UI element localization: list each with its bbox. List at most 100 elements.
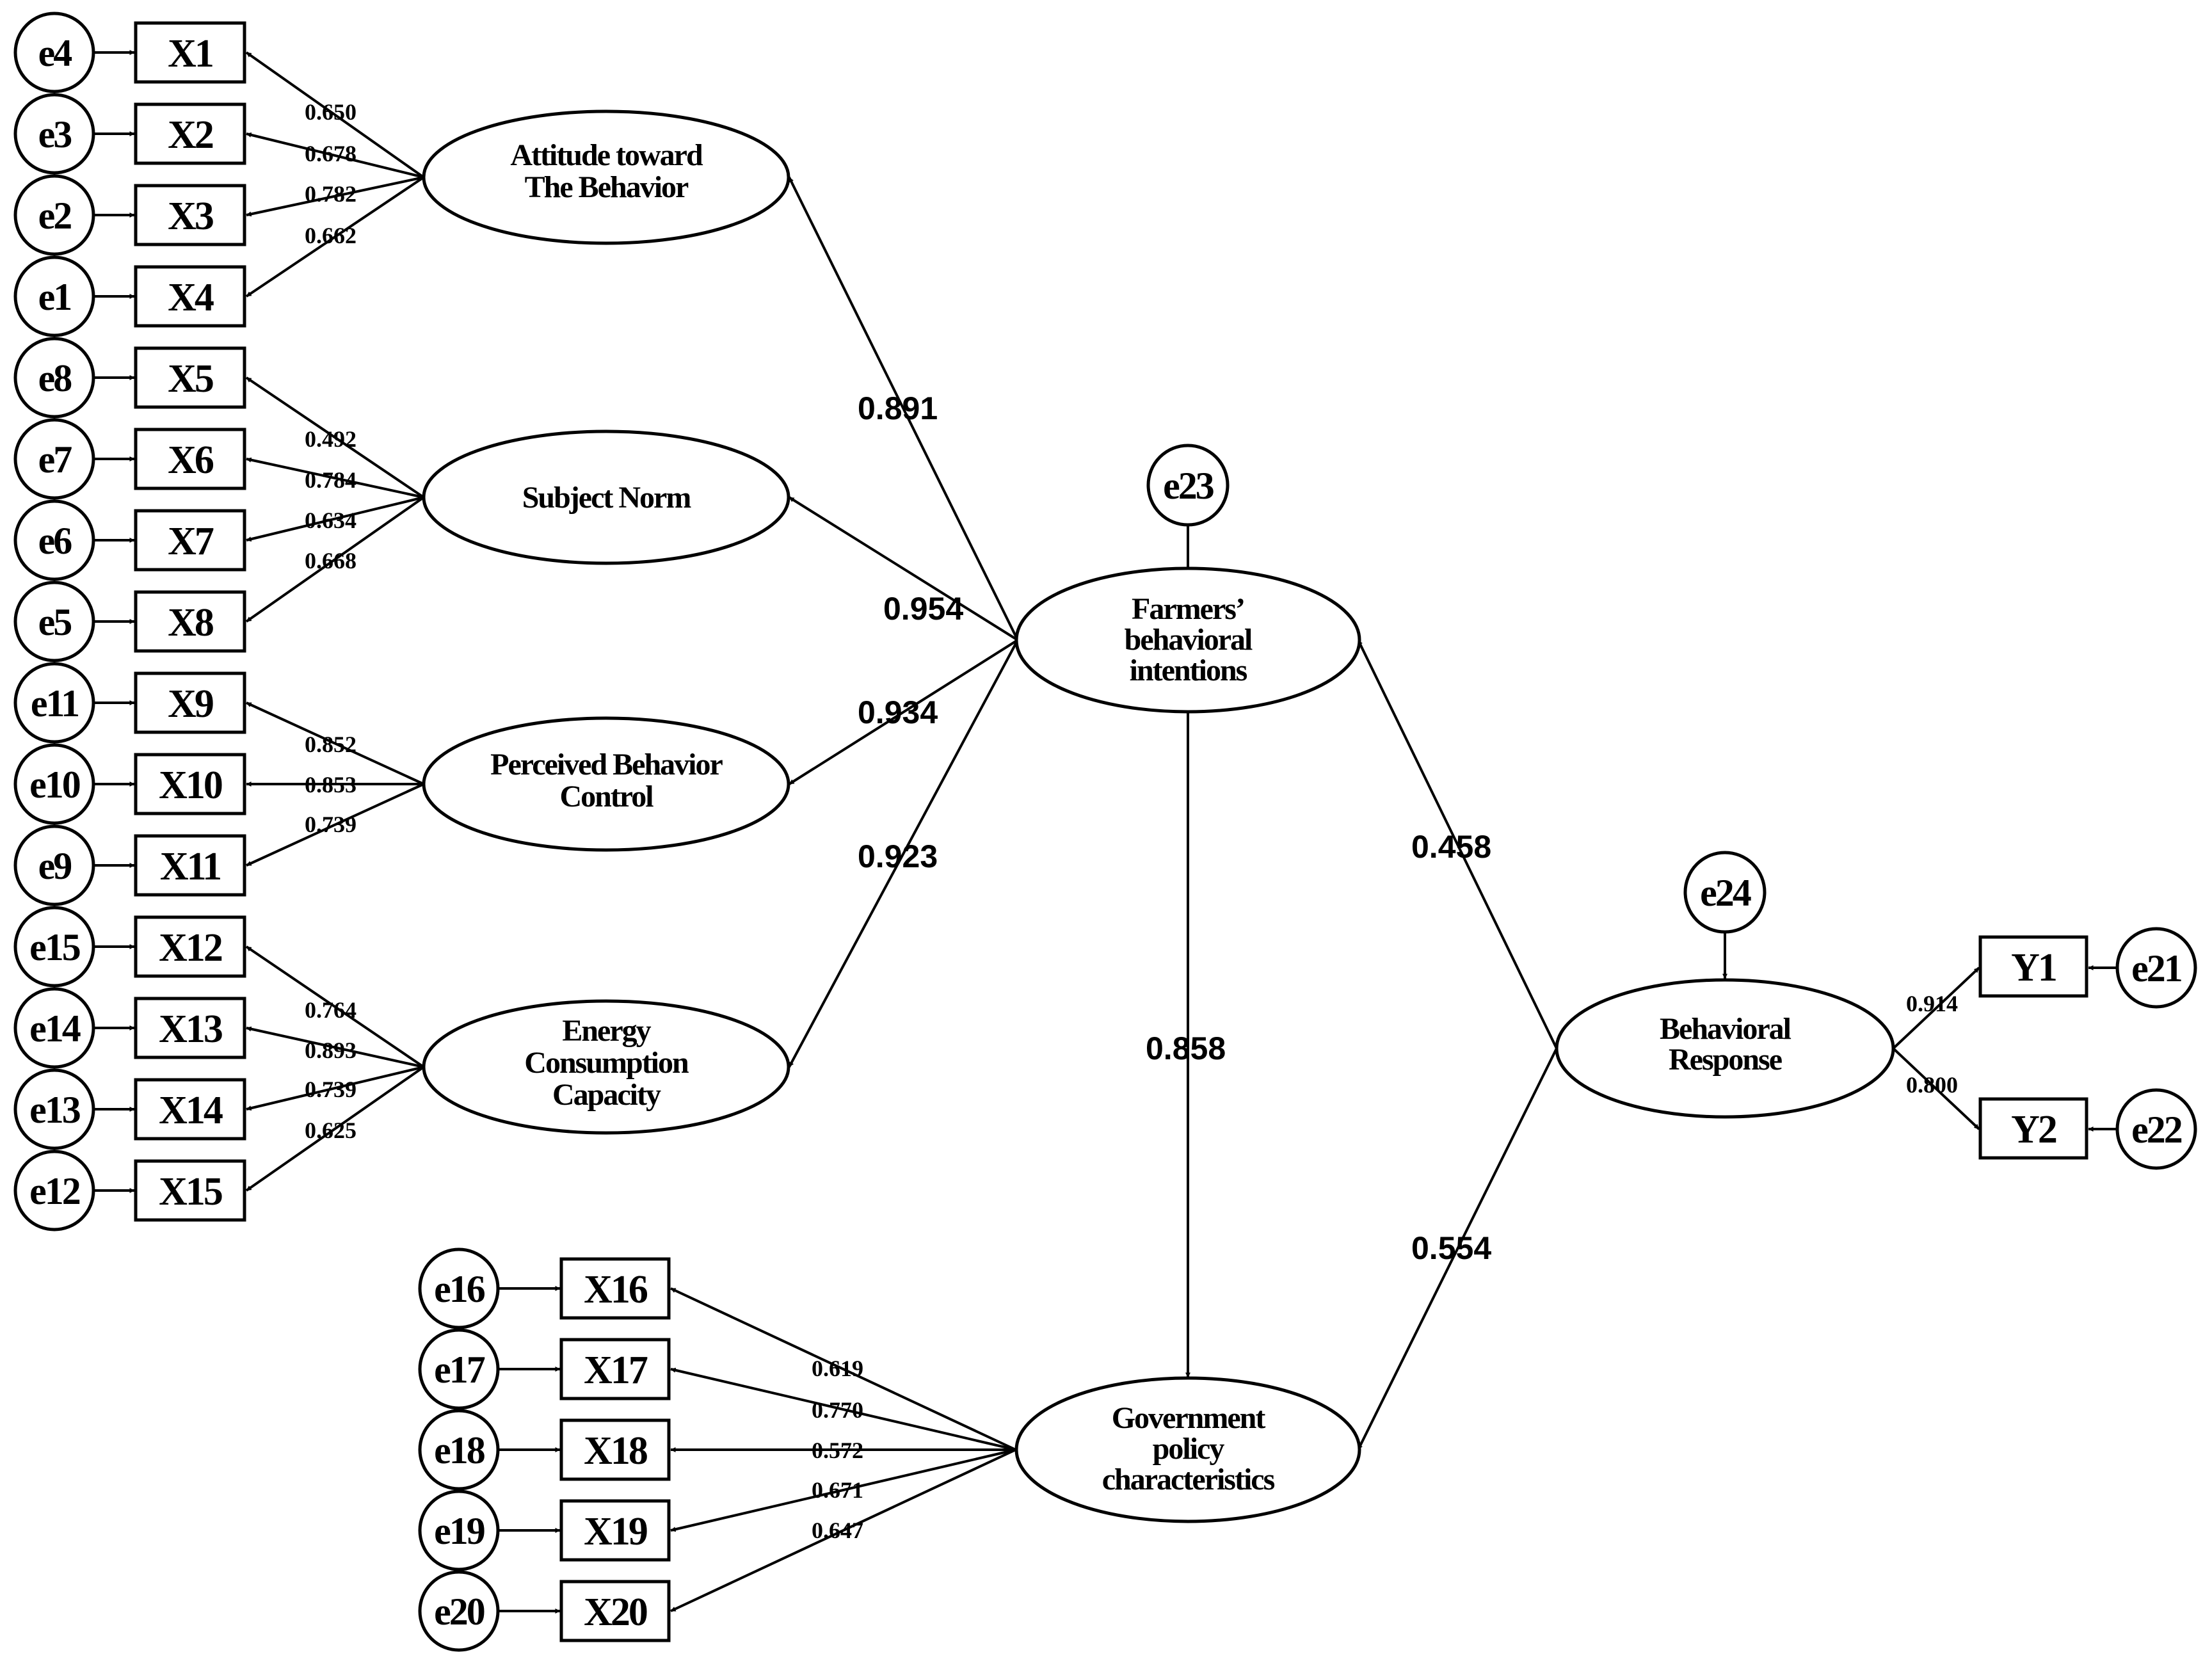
latent-attitude-line2: The Behavior <box>525 170 689 204</box>
latent-response-line1: Behavioral <box>1660 1012 1791 1046</box>
indicator-y2-label: Y2 <box>2011 1108 2056 1151</box>
error-e6: e6 <box>13 499 95 581</box>
latent-intentions: Farmers’ behavioral intentions <box>1014 566 1361 714</box>
indicator-x19-label: X19 <box>584 1510 647 1553</box>
error-e21: e21 <box>2115 927 2197 1009</box>
error-e1-label: e1 <box>38 276 71 318</box>
error-e10: e10 <box>13 743 95 825</box>
latent-government-line1: Government <box>1112 1401 1266 1435</box>
latent-intentions-line3: intentions <box>1130 654 1247 687</box>
indicator-x16: X16 <box>559 1257 671 1320</box>
loading-label-x18: 0.572 <box>812 1438 863 1463</box>
path-arrow-subject-norm <box>788 496 1019 641</box>
error-e5: e5 <box>13 581 95 662</box>
indicator-x4-label: X4 <box>168 276 214 319</box>
loading-label-x3: 0.782 <box>305 181 357 207</box>
path-label-energy: 0.923 <box>858 838 938 874</box>
indicator-x16-label: X16 <box>584 1268 648 1311</box>
latent-pbc: Perceived Behavior Control <box>422 716 790 852</box>
loading-arrow-y2 <box>1892 1047 1980 1130</box>
loading-arrow-x7 <box>246 496 424 542</box>
latent-pbc-line2: Control <box>559 780 653 814</box>
error-e3-label: e3 <box>38 113 72 156</box>
latent-intentions-line2: behavioral <box>1125 623 1253 657</box>
error-e12-label: e12 <box>29 1170 80 1212</box>
latent-energy-line3: Capacity <box>552 1078 661 1112</box>
error-e21-label: e21 <box>2131 947 2181 990</box>
loading-label-x5: 0.492 <box>305 426 357 452</box>
path-label-intentions-government: 0.858 <box>1146 1030 1226 1066</box>
indicator-x8-label: X8 <box>168 601 213 645</box>
error-e2-label: e2 <box>38 195 72 237</box>
error-e5-label: e5 <box>38 601 72 643</box>
indicator-x2: X2 <box>134 102 246 165</box>
loading-arrow-y1 <box>1892 966 1980 1050</box>
indicator-x3-label: X3 <box>168 195 213 238</box>
loading-label-x17: 0.770 <box>812 1397 863 1423</box>
path-arrow-energy <box>788 639 1019 1068</box>
path-arrow-pbc <box>788 639 1019 785</box>
loading-label-x4: 0.662 <box>305 223 357 248</box>
error-e13-label: e13 <box>29 1089 80 1131</box>
loading-arrow-x13 <box>246 1026 424 1068</box>
latent-response: Behavioral Response <box>1555 978 1895 1119</box>
indicator-y2: Y2 <box>1978 1097 2088 1160</box>
indicator-x18-label: X18 <box>584 1429 647 1473</box>
indicator-x2-label: X2 <box>168 113 213 157</box>
loading-arrow-x3 <box>246 176 424 217</box>
loading-arrow-x5 <box>245 376 425 499</box>
error-e12: e12 <box>13 1150 95 1231</box>
path-arrow-attitude <box>788 177 1019 641</box>
error-e18-label: e18 <box>434 1429 485 1472</box>
loading-label-x13: 0.893 <box>305 1038 357 1063</box>
loading-label-y1: 0.914 <box>1906 991 1958 1016</box>
latent-government-line2: policy <box>1153 1432 1225 1466</box>
loading-label-x9: 0.852 <box>305 732 357 757</box>
indicator-x11-label: X11 <box>160 845 220 888</box>
indicator-x1-label: X1 <box>168 32 212 76</box>
loading-arrow-x8 <box>245 496 425 623</box>
latent-energy-line2: Consumption <box>524 1046 689 1080</box>
indicator-x3: X3 <box>134 184 246 246</box>
loading-arrow-x6 <box>246 457 424 499</box>
loading-arrow-x17 <box>670 1367 1016 1451</box>
loading-label-x8: 0.668 <box>305 548 357 573</box>
indicator-x17-label: X17 <box>584 1349 648 1392</box>
loading-label-x12: 0.764 <box>305 997 357 1023</box>
error-e24-label: e24 <box>1700 872 1751 914</box>
error-e20: e20 <box>418 1570 500 1652</box>
error-e3: e3 <box>13 93 95 175</box>
indicator-x13-label: X13 <box>159 1007 222 1051</box>
latent-attitude-line1: Attitude toward <box>510 138 703 172</box>
path-label-attitude: 0.891 <box>858 390 938 426</box>
error-e17-label: e17 <box>434 1349 485 1391</box>
error-e11-label: e11 <box>31 682 78 725</box>
latent-pbc-line1: Perceived Behavior <box>490 748 723 782</box>
error-e10-label: e10 <box>29 764 80 806</box>
indicator-x12: X12 <box>134 915 246 978</box>
indicator-x14: X14 <box>134 1078 246 1141</box>
error-e23: e23 <box>1146 444 1230 527</box>
error-e7-label: e7 <box>38 438 72 481</box>
indicator-y1: Y1 <box>1978 935 2088 998</box>
indicator-x11: X11 <box>134 834 246 897</box>
path-label-response-intentions: 0.458 <box>1411 829 1491 865</box>
latent-government: Government policy characteristics <box>1014 1376 1361 1523</box>
error-e20-label: e20 <box>434 1591 485 1633</box>
loading-label-y2: 0.800 <box>1906 1072 1958 1098</box>
error-e19: e19 <box>418 1489 500 1571</box>
error-e1: e1 <box>13 255 95 337</box>
error-e9: e9 <box>13 824 95 906</box>
indicator-x14-label: X14 <box>159 1089 223 1132</box>
latent-energy-line1: Energy <box>562 1014 651 1048</box>
loading-label-x1: 0.650 <box>305 99 357 125</box>
path-label-pbc: 0.934 <box>858 694 938 730</box>
error-e15-label: e15 <box>29 926 80 968</box>
indicator-x15-label: X15 <box>159 1170 222 1214</box>
indicator-x7: X7 <box>134 509 246 572</box>
indicator-x6-label: X6 <box>168 438 214 482</box>
indicator-x13: X13 <box>134 997 246 1059</box>
error-e4-label: e4 <box>38 32 72 74</box>
indicator-x17: X17 <box>559 1338 671 1400</box>
